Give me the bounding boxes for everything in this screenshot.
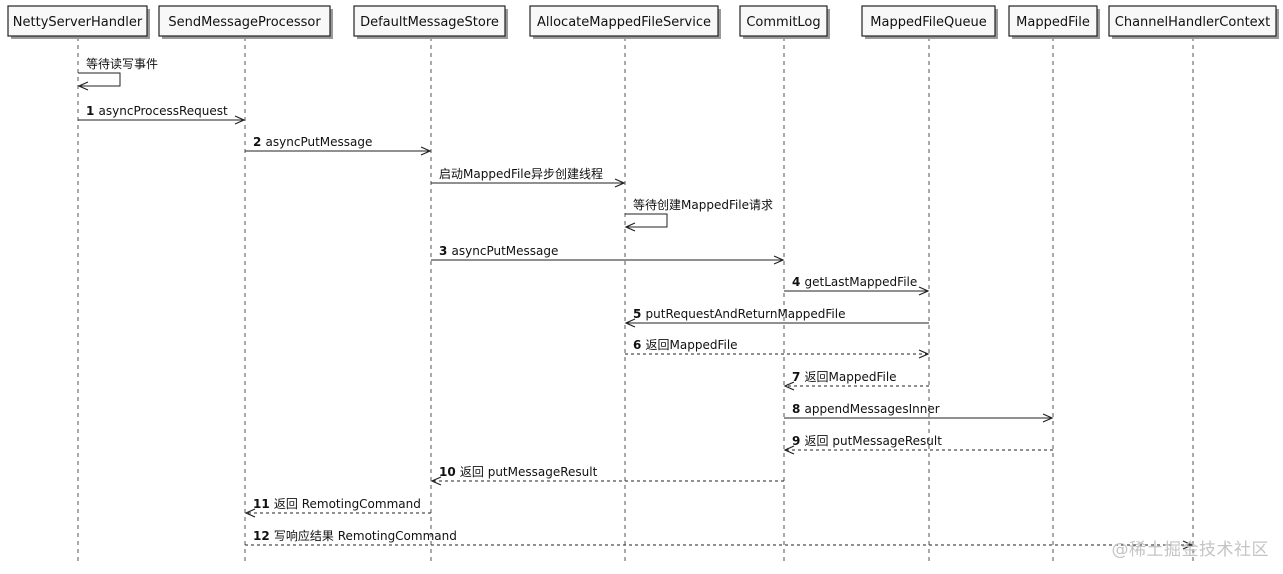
message-9: 9 返回 putMessageResult — [783, 434, 1053, 455]
message-label: 12 写响应结果 RemotingCommand — [253, 528, 457, 543]
message-label: 5 putRequestAndReturnMappedFile — [633, 307, 845, 321]
message-1: 1 asyncProcessRequest — [78, 104, 246, 125]
message-label: 8 appendMessagesInner — [792, 402, 940, 416]
participant-mapped-file: MappedFile — [1008, 5, 1100, 39]
participant-netty-server-handler: NettyServerHandler — [7, 5, 150, 39]
participant-label: NettyServerHandler — [13, 15, 143, 30]
message-3: 3 asyncPutMessage — [431, 244, 785, 265]
message-label: 1 asyncProcessRequest — [86, 104, 228, 118]
message-8: 8 appendMessagesInner — [784, 402, 1054, 423]
message-4: 4 getLastMappedFile — [784, 275, 930, 296]
message-12: 12 写响应结果 RemotingCommand — [245, 528, 1194, 550]
message-note-0: 等待读写事件 — [77, 57, 158, 91]
message-11: 11 返回 RemotingCommand — [244, 497, 431, 518]
message-label: 3 asyncPutMessage — [439, 244, 558, 258]
message-note-4: 等待创建MappedFile请求 — [624, 198, 773, 232]
participant-label: AllocateMappedFileService — [537, 15, 711, 30]
participant-label: SendMessageProcessor — [168, 15, 321, 30]
participant-label: ChannelHandlerContext — [1115, 15, 1271, 30]
participant-label: DefaultMessageStore — [360, 15, 499, 30]
message-label: 10 返回 putMessageResult — [439, 465, 598, 479]
participant-label: MappedFile — [1016, 15, 1090, 30]
participant-label: MappedFileQueue — [870, 15, 986, 30]
watermark: @稀土掘金技术社区 — [1111, 540, 1269, 560]
message-label: 等待创建MappedFile请求 — [633, 198, 773, 212]
participant-label: CommitLog — [746, 15, 820, 30]
participant-send-message-processor: SendMessageProcessor — [158, 5, 333, 39]
message-label: 4 getLastMappedFile — [792, 275, 917, 289]
message-label: 2 asyncPutMessage — [253, 135, 372, 149]
message-label: 11 返回 RemotingCommand — [253, 497, 421, 511]
message-10: 10 返回 putMessageResult — [430, 465, 784, 486]
message-2: 2 asyncPutMessage — [245, 135, 432, 156]
participant-mapped-file-queue: MappedFileQueue — [861, 5, 998, 39]
message-label: 9 返回 putMessageResult — [792, 434, 942, 448]
participant-allocate-mapped-file-service: AllocateMappedFileService — [529, 5, 721, 39]
message-label: 启动MappedFile异步创建线程 — [439, 166, 603, 181]
message-5: 5 putRequestAndReturnMappedFile — [624, 307, 929, 328]
message-label: 7 返回MappedFile — [792, 370, 897, 384]
participant-channel-handler-context: ChannelHandlerContext — [1108, 5, 1279, 39]
message-note-3: 启动MappedFile异步创建线程 — [431, 166, 626, 188]
participant-commit-log: CommitLog — [739, 5, 830, 39]
message-label: 等待读写事件 — [86, 57, 158, 71]
message-6: 6 返回MappedFile — [625, 338, 930, 359]
participant-default-message-store: DefaultMessageStore — [353, 5, 508, 39]
message-7: 7 返回MappedFile — [783, 370, 929, 391]
message-label: 6 返回MappedFile — [633, 338, 738, 352]
